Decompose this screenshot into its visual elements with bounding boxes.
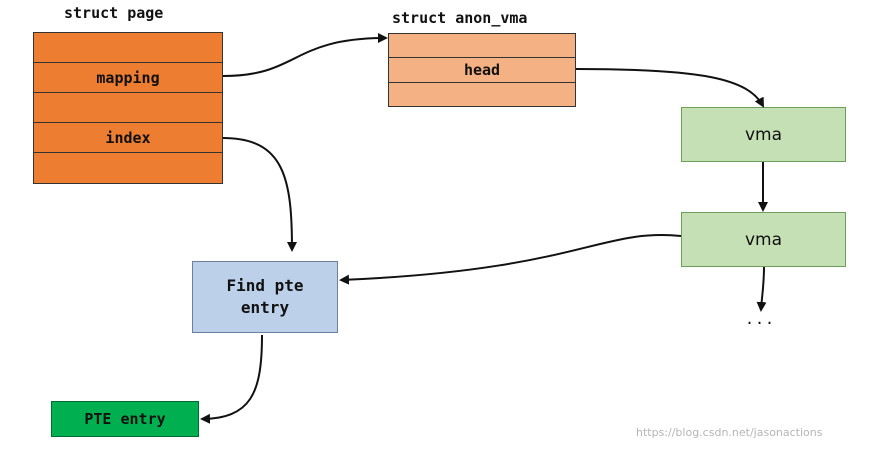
struct-page-title: struct page: [64, 4, 164, 22]
vma-list-ellipsis: ...: [745, 310, 776, 328]
find-pte-entry-box: Find pte entry: [192, 261, 338, 333]
find-pte-line1: Find pte: [226, 276, 304, 295]
arrow-head-to-vma: [575, 68, 764, 108]
anon-vma-row-head: head: [389, 58, 575, 83]
find-pte-line2: entry: [240, 298, 290, 317]
struct-page-box: mapping index: [33, 32, 223, 184]
arrow-vma-to-ellipsis: [756, 266, 767, 312]
anon-vma-row-0: [389, 34, 575, 59]
arrow-vma-to-find-pte: [339, 234, 682, 285]
struct-anon-vma-title: struct anon_vma: [392, 9, 528, 27]
watermark-text: https://blog.csdn.net/jasonactions: [636, 426, 823, 439]
struct-page-row-0: [34, 33, 222, 63]
struct-page-row-index: index: [34, 123, 222, 153]
arrow-index-to-find-pte: [222, 137, 297, 252]
arrow-mapping-to-anon-vma: [222, 33, 388, 77]
arrow-find-pte-to-pte-entry: [200, 334, 263, 424]
struct-anon-vma-box: head: [388, 33, 576, 107]
pte-entry-box: PTE entry: [51, 401, 199, 437]
struct-page-row-2: [34, 93, 222, 123]
vma-box-1: vma: [681, 107, 846, 162]
vma-box-2: vma: [681, 212, 846, 267]
struct-page-row-mapping: mapping: [34, 63, 222, 93]
